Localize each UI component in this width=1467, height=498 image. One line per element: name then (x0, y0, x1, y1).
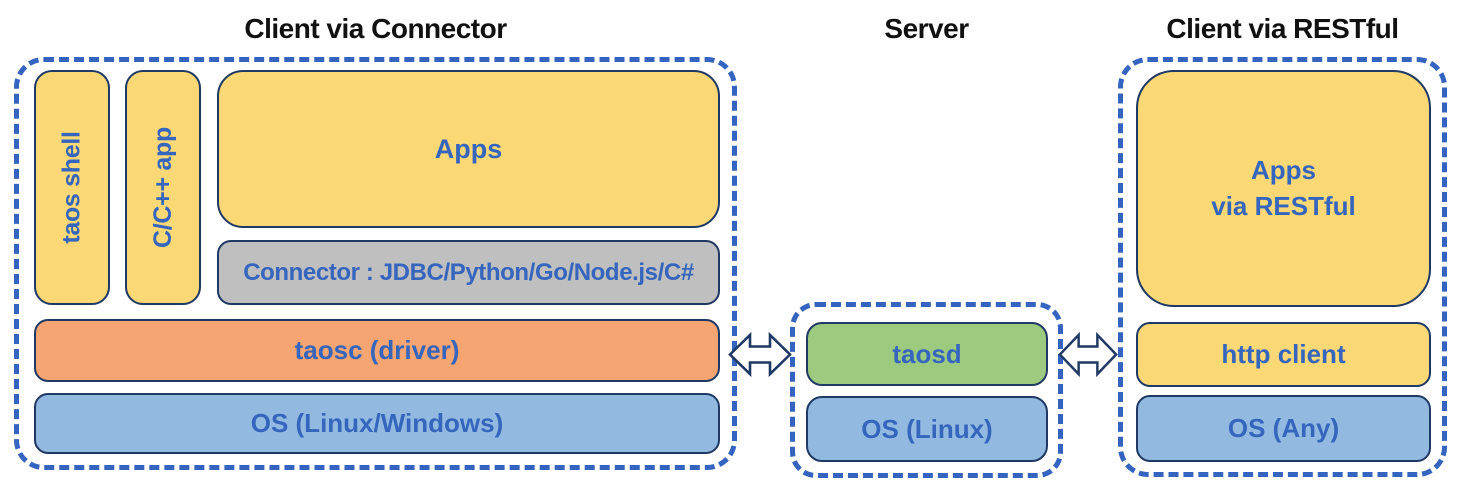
os-linux-windows-label: OS (Linux/Windows) (250, 408, 504, 438)
os-linux-node: OS (Linux) (806, 396, 1048, 462)
section-title-server: Server (884, 13, 969, 44)
connector-node: Connector : JDBC/Python/Go/Node.js/C# (217, 240, 720, 305)
apps-via-restful-label-line2: via RESTful (1211, 190, 1356, 221)
http-client-label: http client (1221, 339, 1346, 369)
taosd-label: taosd (892, 338, 962, 369)
cpp-app-label: C/C++ app (148, 127, 177, 248)
section-title-client-connector: Client via Connector (244, 13, 507, 44)
apps-label: Apps (434, 133, 503, 164)
client-restful-group-border (1118, 57, 1447, 477)
double-headed-arrow-icon-left (728, 331, 792, 378)
taosd-node: taosd (806, 322, 1048, 386)
os-linux-label: OS (Linux) (861, 413, 993, 444)
http-client-node: http client (1136, 322, 1431, 387)
cpp-app-node: C/C++ app (125, 70, 201, 305)
server-group-border (790, 302, 1063, 478)
apps-via-restful-node: Apps via RESTful (1136, 70, 1431, 307)
os-any-node: OS (Any) (1136, 395, 1431, 462)
os-any-label: OS (Any) (1227, 413, 1340, 443)
taosc-driver-label: taosc (driver) (294, 335, 460, 365)
section-title-client-restful: Client via RESTful (1166, 13, 1399, 44)
taos-shell-node: taos shell (34, 70, 110, 305)
os-linux-windows-node: OS (Linux/Windows) (34, 393, 720, 454)
apps-via-restful-label-line1: Apps (1251, 155, 1316, 186)
apps-node: Apps (217, 70, 720, 228)
connector-label: Connector : JDBC/Python/Go/Node.js/C# (243, 258, 694, 286)
client-connector-group-border (14, 57, 737, 470)
double-headed-arrow-icon-right (1058, 331, 1118, 378)
taos-shell-label: taos shell (57, 131, 86, 244)
taosc-driver-node: taosc (driver) (34, 319, 720, 382)
